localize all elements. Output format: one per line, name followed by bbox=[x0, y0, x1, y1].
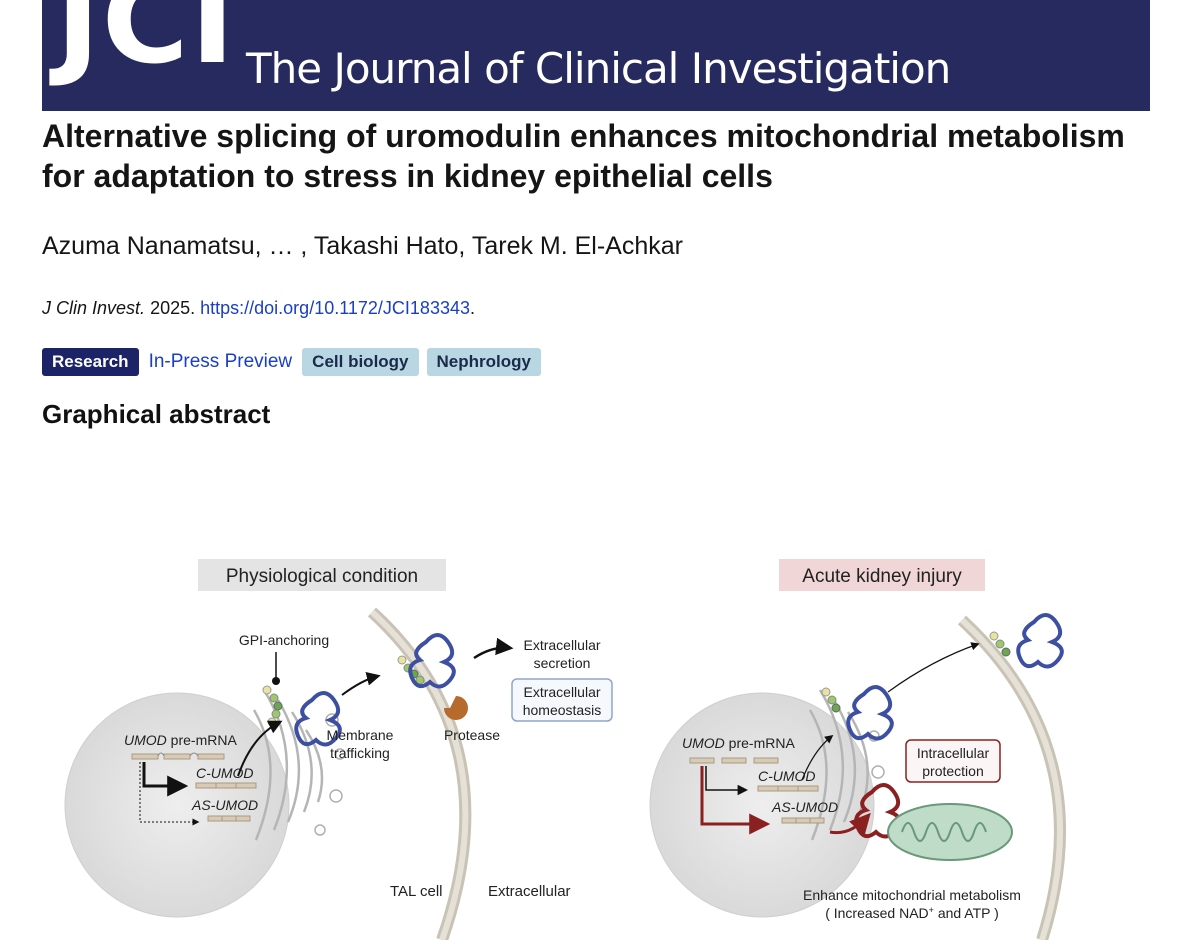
membrane-label-1: Membrane bbox=[327, 727, 394, 743]
protection-box bbox=[905, 739, 1001, 783]
right-panel-title: Acute kidney injury bbox=[802, 566, 962, 587]
tal-cell-label: TAL cell bbox=[390, 883, 443, 900]
graphical-abstract-figure: Physiological condition GPI-anch bbox=[42, 540, 1152, 940]
left-panel-title: Physiological condition bbox=[226, 566, 418, 587]
article-tags: Research In-Press Preview Cell biology N… bbox=[42, 348, 541, 376]
protein-golgi-left bbox=[294, 691, 342, 747]
secretion-label-1: Extracellular bbox=[523, 637, 600, 653]
as-umod-bar-right bbox=[781, 817, 825, 824]
mitochondrion-icon bbox=[887, 803, 1013, 861]
homeostasis-box bbox=[511, 678, 613, 722]
homeostasis-label-1: Extracellular bbox=[523, 684, 600, 700]
as-to-mito-arrow-right bbox=[829, 812, 871, 836]
protection-label-2: protection bbox=[922, 763, 983, 779]
nucleus-right bbox=[649, 692, 875, 918]
glycan-right-surface bbox=[989, 631, 1011, 657]
mito-label-2: ( Increased NAD+ and ATP ) bbox=[825, 905, 999, 921]
gpi-anchor-dot bbox=[272, 677, 280, 685]
as-umod-arrow-right bbox=[700, 766, 771, 835]
left-c-umod-label: C-UMOD bbox=[196, 765, 254, 781]
article-authors: Azuma Nanamatsu, … , Takashi Hato, Tarek… bbox=[42, 232, 683, 260]
protease-icon bbox=[444, 696, 468, 720]
c-umod-arrow-left bbox=[142, 762, 189, 797]
homeostasis-label-2: homeostasis bbox=[523, 702, 602, 718]
glycan-right-golgi bbox=[821, 687, 841, 713]
right-title-box bbox=[779, 559, 985, 591]
to-surface-arrow-right bbox=[887, 642, 980, 693]
left-title-box bbox=[198, 559, 446, 591]
protein-golgi-right bbox=[846, 685, 894, 741]
golgi-left bbox=[252, 689, 324, 841]
c-umod-bar-right bbox=[757, 785, 819, 792]
protein-surface-left bbox=[408, 633, 456, 689]
pre-mrna-bar-left bbox=[131, 753, 225, 760]
journal-banner[interactable]: JCI The Journal of Clinical Investigatio… bbox=[42, 0, 1150, 111]
in-press-preview-link[interactable]: In-Press Preview bbox=[148, 351, 293, 372]
protection-label-1: Intracellular bbox=[917, 745, 990, 761]
as-protein-red bbox=[854, 783, 902, 839]
extracellular-label: Extracellular bbox=[488, 883, 571, 900]
tag-cell-biology[interactable]: Cell biology bbox=[302, 348, 419, 376]
pre-mrna-bar-right bbox=[689, 757, 779, 764]
doi-link[interactable]: https://doi.org/10.1172/JCI183343 bbox=[200, 298, 470, 318]
protein-surface-right bbox=[1016, 613, 1064, 669]
section-heading-graphical-abstract: Graphical abstract bbox=[42, 399, 271, 429]
citation-line: J Clin Invest. 2025. https://doi.org/10.… bbox=[42, 298, 475, 319]
left-as-umod-label: AS-UMOD bbox=[191, 797, 258, 813]
as-umod-arrow-left bbox=[139, 762, 200, 826]
right-c-umod-label: C-UMOD bbox=[758, 768, 816, 784]
citation-journal: J Clin Invest. bbox=[42, 298, 146, 318]
to-golgi-arrow-right bbox=[801, 734, 834, 781]
membrane-label-2: trafficking bbox=[330, 745, 390, 761]
c-umod-arrow-right bbox=[705, 766, 749, 796]
citation-end: . bbox=[469, 298, 475, 318]
right-pre-mrna-label: UMOD pre-mRNA bbox=[682, 735, 795, 751]
to-golgi-arrow-left bbox=[237, 720, 283, 777]
tag-research[interactable]: Research bbox=[42, 348, 139, 376]
graphical-abstract-svg: Physiological condition GPI-anch bbox=[64, 559, 1066, 940]
left-panel: Physiological condition GPI-anch bbox=[64, 559, 613, 940]
jci-logo: JCI bbox=[56, 0, 237, 90]
secretion-label-2: secretion bbox=[534, 655, 591, 671]
gpi-anchoring-label: GPI-anchoring bbox=[239, 632, 329, 648]
left-pre-mrna-label: UMOD pre-mRNA bbox=[124, 732, 237, 748]
c-umod-bar-left bbox=[195, 782, 257, 789]
mito-label-1: Enhance mitochondrial metabolism bbox=[803, 887, 1021, 903]
trafficking-arrow bbox=[341, 671, 381, 696]
right-as-umod-label: AS-UMOD bbox=[771, 799, 838, 815]
tag-nephrology[interactable]: Nephrology bbox=[426, 348, 541, 376]
right-panel: Acute kidney injury bbox=[649, 559, 1066, 940]
as-umod-bar-left bbox=[207, 815, 251, 822]
article-title: Alternative splicing of uromodulin enhan… bbox=[42, 118, 1125, 194]
nucleus-left bbox=[64, 692, 290, 918]
citation-year: 2025. bbox=[150, 298, 196, 318]
secretion-arrow bbox=[473, 637, 514, 660]
journal-name: The Journal of Clinical Investigation bbox=[246, 44, 951, 93]
protease-label: Protease bbox=[444, 727, 500, 743]
